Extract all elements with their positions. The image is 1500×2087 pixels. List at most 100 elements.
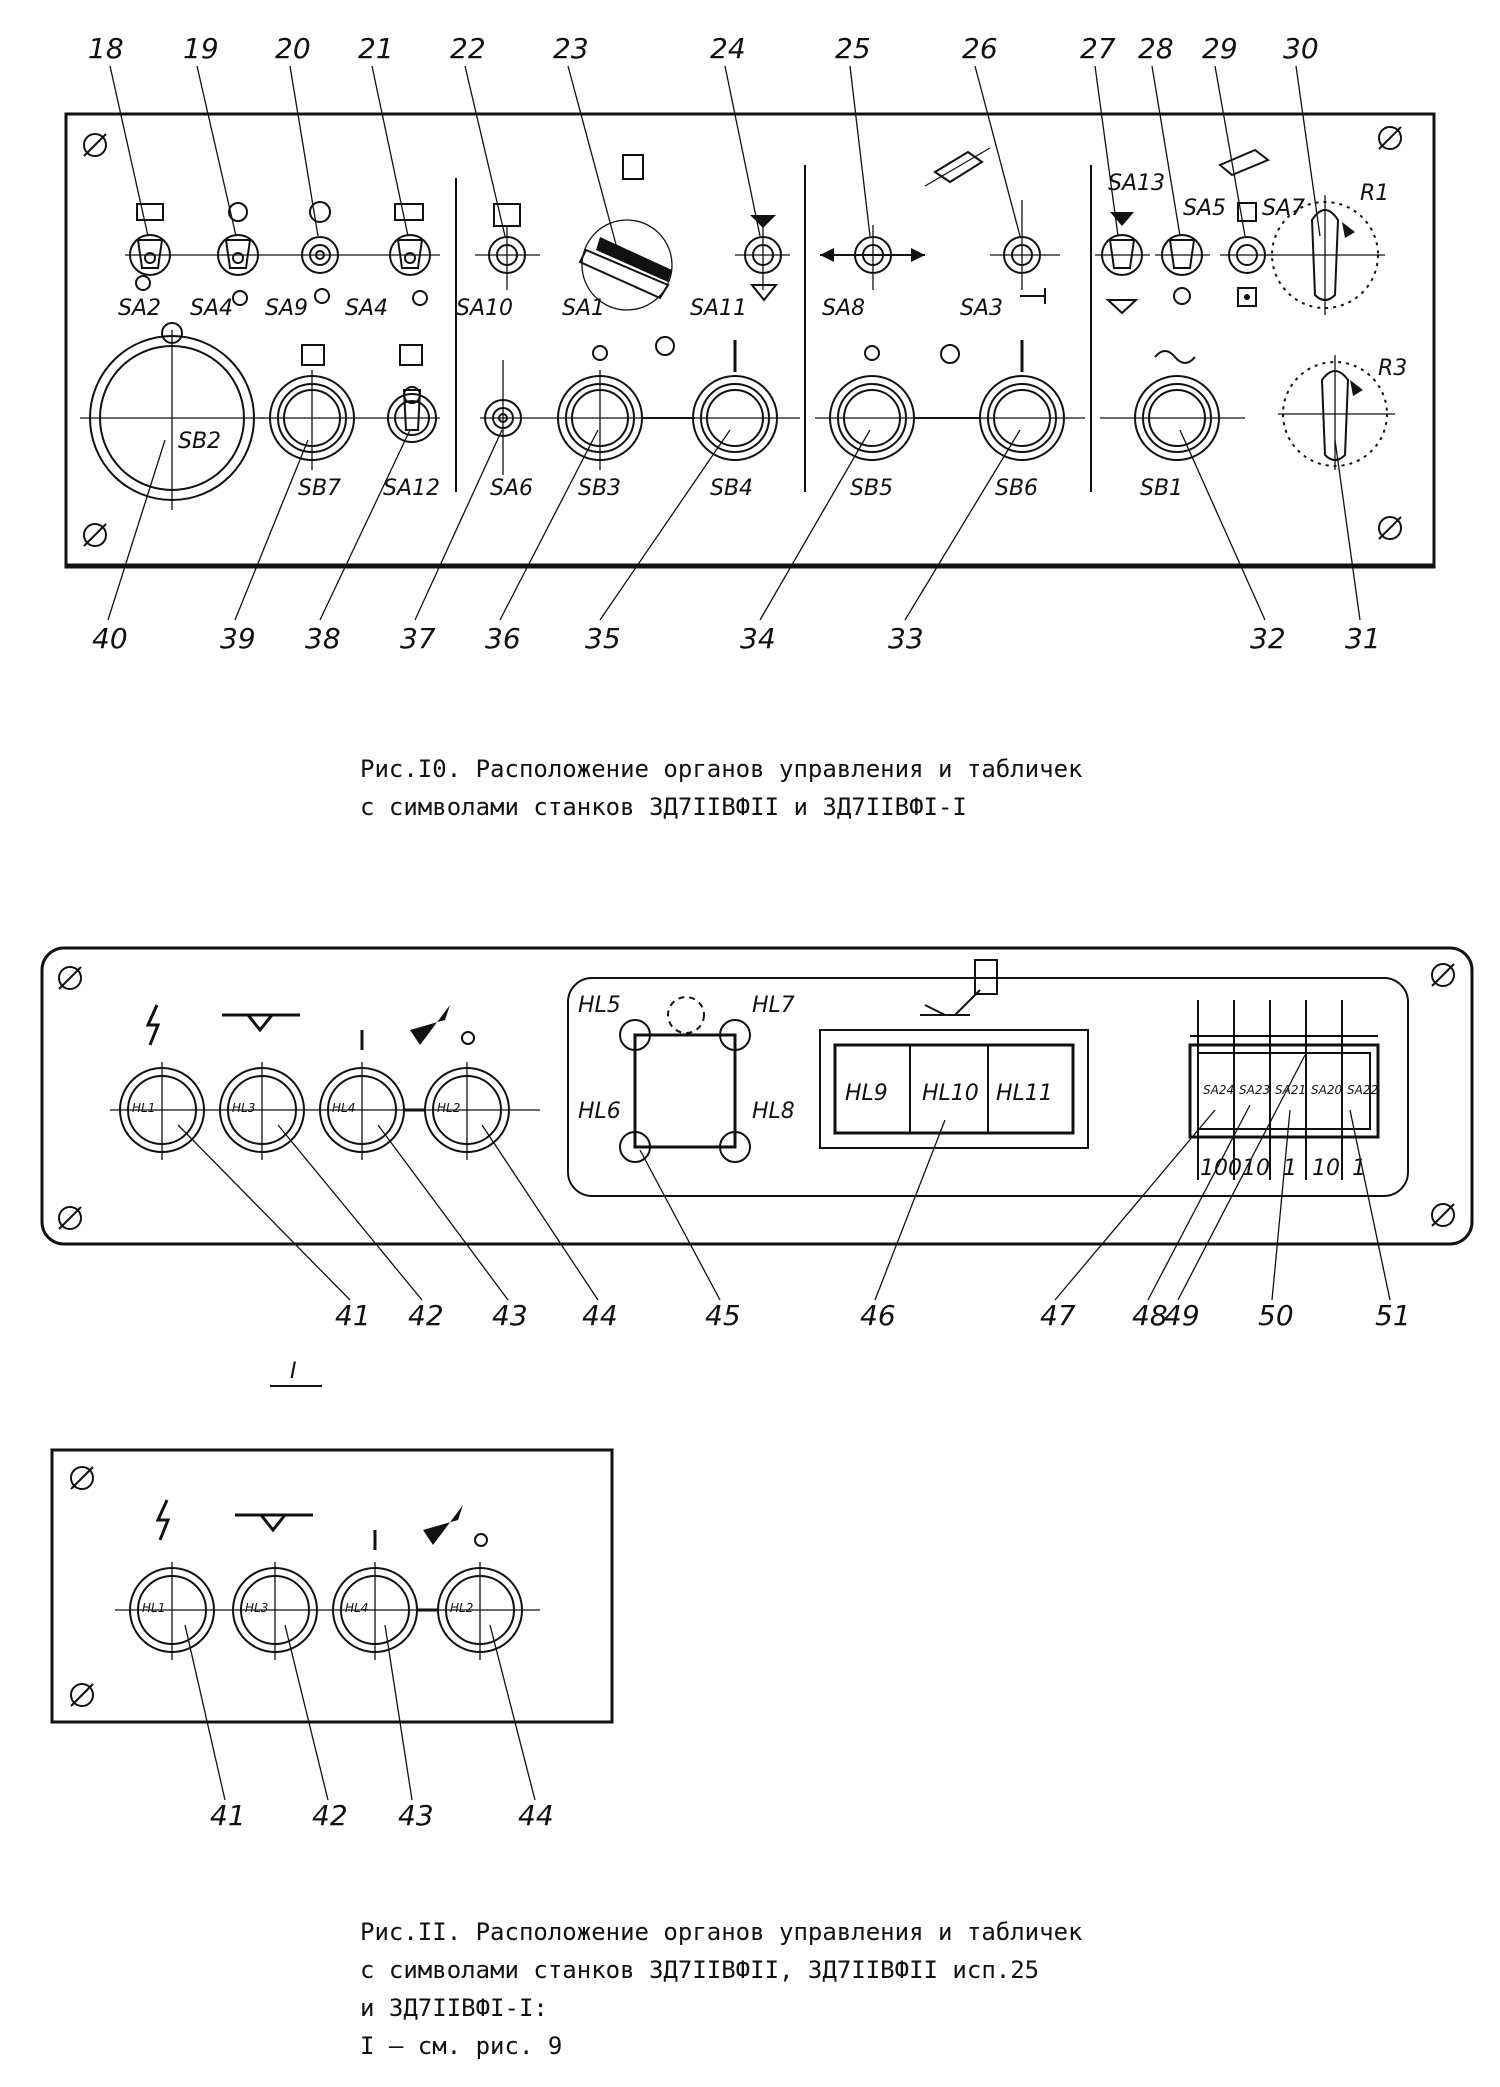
button-sb5[interactable] (829, 345, 915, 461)
lamp-label-hl1: HL1 (142, 1601, 165, 1615)
toggle-switch-sa2[interactable] (129, 203, 171, 291)
lamp-hl1 (119, 1062, 205, 1160)
screw-icon (70, 1466, 94, 1490)
callout-number: 43 (492, 1299, 528, 1332)
display-cell-hl9: HL9 (845, 1081, 888, 1106)
callout-number: 41 (335, 1299, 371, 1332)
label-sa3: SA3 (960, 296, 1003, 321)
label-sa6: SA6 (490, 476, 533, 501)
callout-number: 33 (888, 622, 924, 655)
button-sb4[interactable] (655, 336, 778, 461)
label-sa10: SA10 (456, 296, 513, 321)
callout-number: 25 (835, 32, 871, 65)
multiplier-1-second: 1 (1352, 1156, 1366, 1181)
screw-icon (1431, 1203, 1455, 1227)
callout-number: 34 (740, 622, 776, 655)
switch-sa9[interactable] (301, 201, 339, 304)
emergency-stop-button-sb2[interactable] (80, 322, 265, 510)
label-sa8: SA8 (822, 296, 865, 321)
label-sb7: SB7 (298, 476, 341, 501)
figure10-caption-line2: с символами станков 3Д7IIВФII и 3Д7IIВФI… (360, 793, 967, 821)
callout-number: 18 (88, 32, 124, 65)
slide-icon (924, 147, 991, 187)
multiplier-1: 1 (1283, 1156, 1297, 1181)
callout-number: 44 (518, 1799, 554, 1832)
callout-number: 41 (210, 1799, 246, 1832)
callout-number: 26 (962, 32, 998, 65)
wheel-head-icon (235, 1513, 313, 1533)
button-sb3[interactable] (557, 345, 643, 470)
screw-icon (1431, 963, 1455, 987)
lamp-label-hl3: HL3 (245, 1601, 268, 1615)
callout-number: 36 (485, 622, 521, 655)
label-sa9: SA9 (265, 296, 308, 321)
callout-number: 28 (1138, 32, 1174, 65)
callout-number: 22 (450, 32, 486, 65)
label-sa13: SA13 (1108, 171, 1165, 196)
callout-number: 31 (1345, 622, 1381, 655)
toggle-switch-sa13[interactable] (1095, 212, 1150, 315)
label-sb2: SB2 (178, 429, 221, 454)
callout-number: 24 (710, 32, 746, 65)
lightning-icon (145, 1004, 161, 1046)
callout-number: 42 (312, 1799, 348, 1832)
lamp-label-hl6: HL6 (578, 1099, 621, 1124)
key-switch-sa12[interactable] (387, 344, 437, 443)
button-sb6[interactable] (940, 340, 1065, 461)
switch-sa10[interactable] (475, 203, 540, 290)
callout-number: 48 (1132, 1299, 1168, 1332)
callout-number: 19 (183, 32, 219, 65)
lamp-hl3 (219, 1062, 305, 1160)
button-sb1[interactable] (1134, 350, 1220, 461)
label-sb1: SB1 (1140, 476, 1183, 501)
label-sa5: SA5 (1183, 196, 1226, 221)
switch-sa6[interactable] (484, 360, 522, 475)
label-sb4: SB4 (710, 476, 753, 501)
button-sb7[interactable] (269, 344, 355, 470)
lamp-hl1 (129, 1562, 215, 1660)
label-sa12: SA12 (383, 476, 440, 501)
switch-label-sa20: SA20 (1311, 1083, 1342, 1097)
figure11-panel: HL1 HL3 HL4 HL2 HL5 HL6 HL7 HL8 HL9 HL10… (40, 946, 1474, 1387)
toggle-switch-sa4-second[interactable] (389, 203, 431, 306)
screw-icon (1378, 516, 1402, 540)
lamp-hl2 (437, 1562, 523, 1660)
toggle-switch-sa5[interactable] (1155, 234, 1210, 305)
lamp-label-hl3: HL3 (232, 1101, 255, 1115)
potentiometer-knob-r1[interactable] (1265, 195, 1385, 315)
wheel-head-icon (222, 1013, 300, 1033)
feed-switch-block[interactable] (1188, 1000, 1380, 1180)
rotary-selector-sa1[interactable] (578, 154, 673, 311)
switch-label-sa22: SA22 (1347, 1083, 1378, 1097)
switch-sa3[interactable] (990, 200, 1060, 304)
callout-number: 51 (1375, 1299, 1411, 1332)
callout-number: 23 (553, 32, 589, 65)
switch-label-sa24: SA24 (1203, 1083, 1234, 1097)
toggle-switch-sa4[interactable] (217, 202, 259, 306)
screw-icon (83, 523, 107, 547)
lamp-label-hl8: HL8 (752, 1099, 795, 1124)
label-sa7: SA7 (1262, 196, 1305, 221)
switch-sa7[interactable] (1218, 148, 1275, 307)
lightning-icon (155, 1499, 171, 1541)
figure10-callouts-top: 18 19 20 21 22 23 24 25 26 27 28 29 30 (88, 32, 1321, 253)
rotation-icon (667, 996, 705, 1034)
switch-sa8[interactable] (820, 225, 925, 290)
potentiometer-knob-r3[interactable] (1278, 355, 1395, 470)
lamp-hl3 (232, 1562, 318, 1660)
callout-number: 35 (585, 622, 621, 655)
callout-number: 42 (408, 1299, 444, 1332)
switch-sa11[interactable] (735, 215, 790, 302)
label-r3: R3 (1378, 356, 1407, 381)
lamp-label-hl2: HL2 (450, 1601, 473, 1615)
lamp-label-hl2: HL2 (437, 1101, 460, 1115)
lamp-label-hl7: HL7 (752, 993, 795, 1018)
figure11-caption-line3: и 3Д7IIВФI-I: (360, 1994, 548, 2022)
screw-icon (1378, 126, 1402, 150)
lamp-label-hl5: HL5 (578, 993, 621, 1018)
label-sa2: SA2 (118, 296, 161, 321)
switch-label-sa21: SA21 (1275, 1083, 1306, 1097)
label-sb3: SB3 (578, 476, 621, 501)
screw-icon (58, 966, 82, 990)
spindle-rotation-lamp-group (619, 996, 751, 1163)
